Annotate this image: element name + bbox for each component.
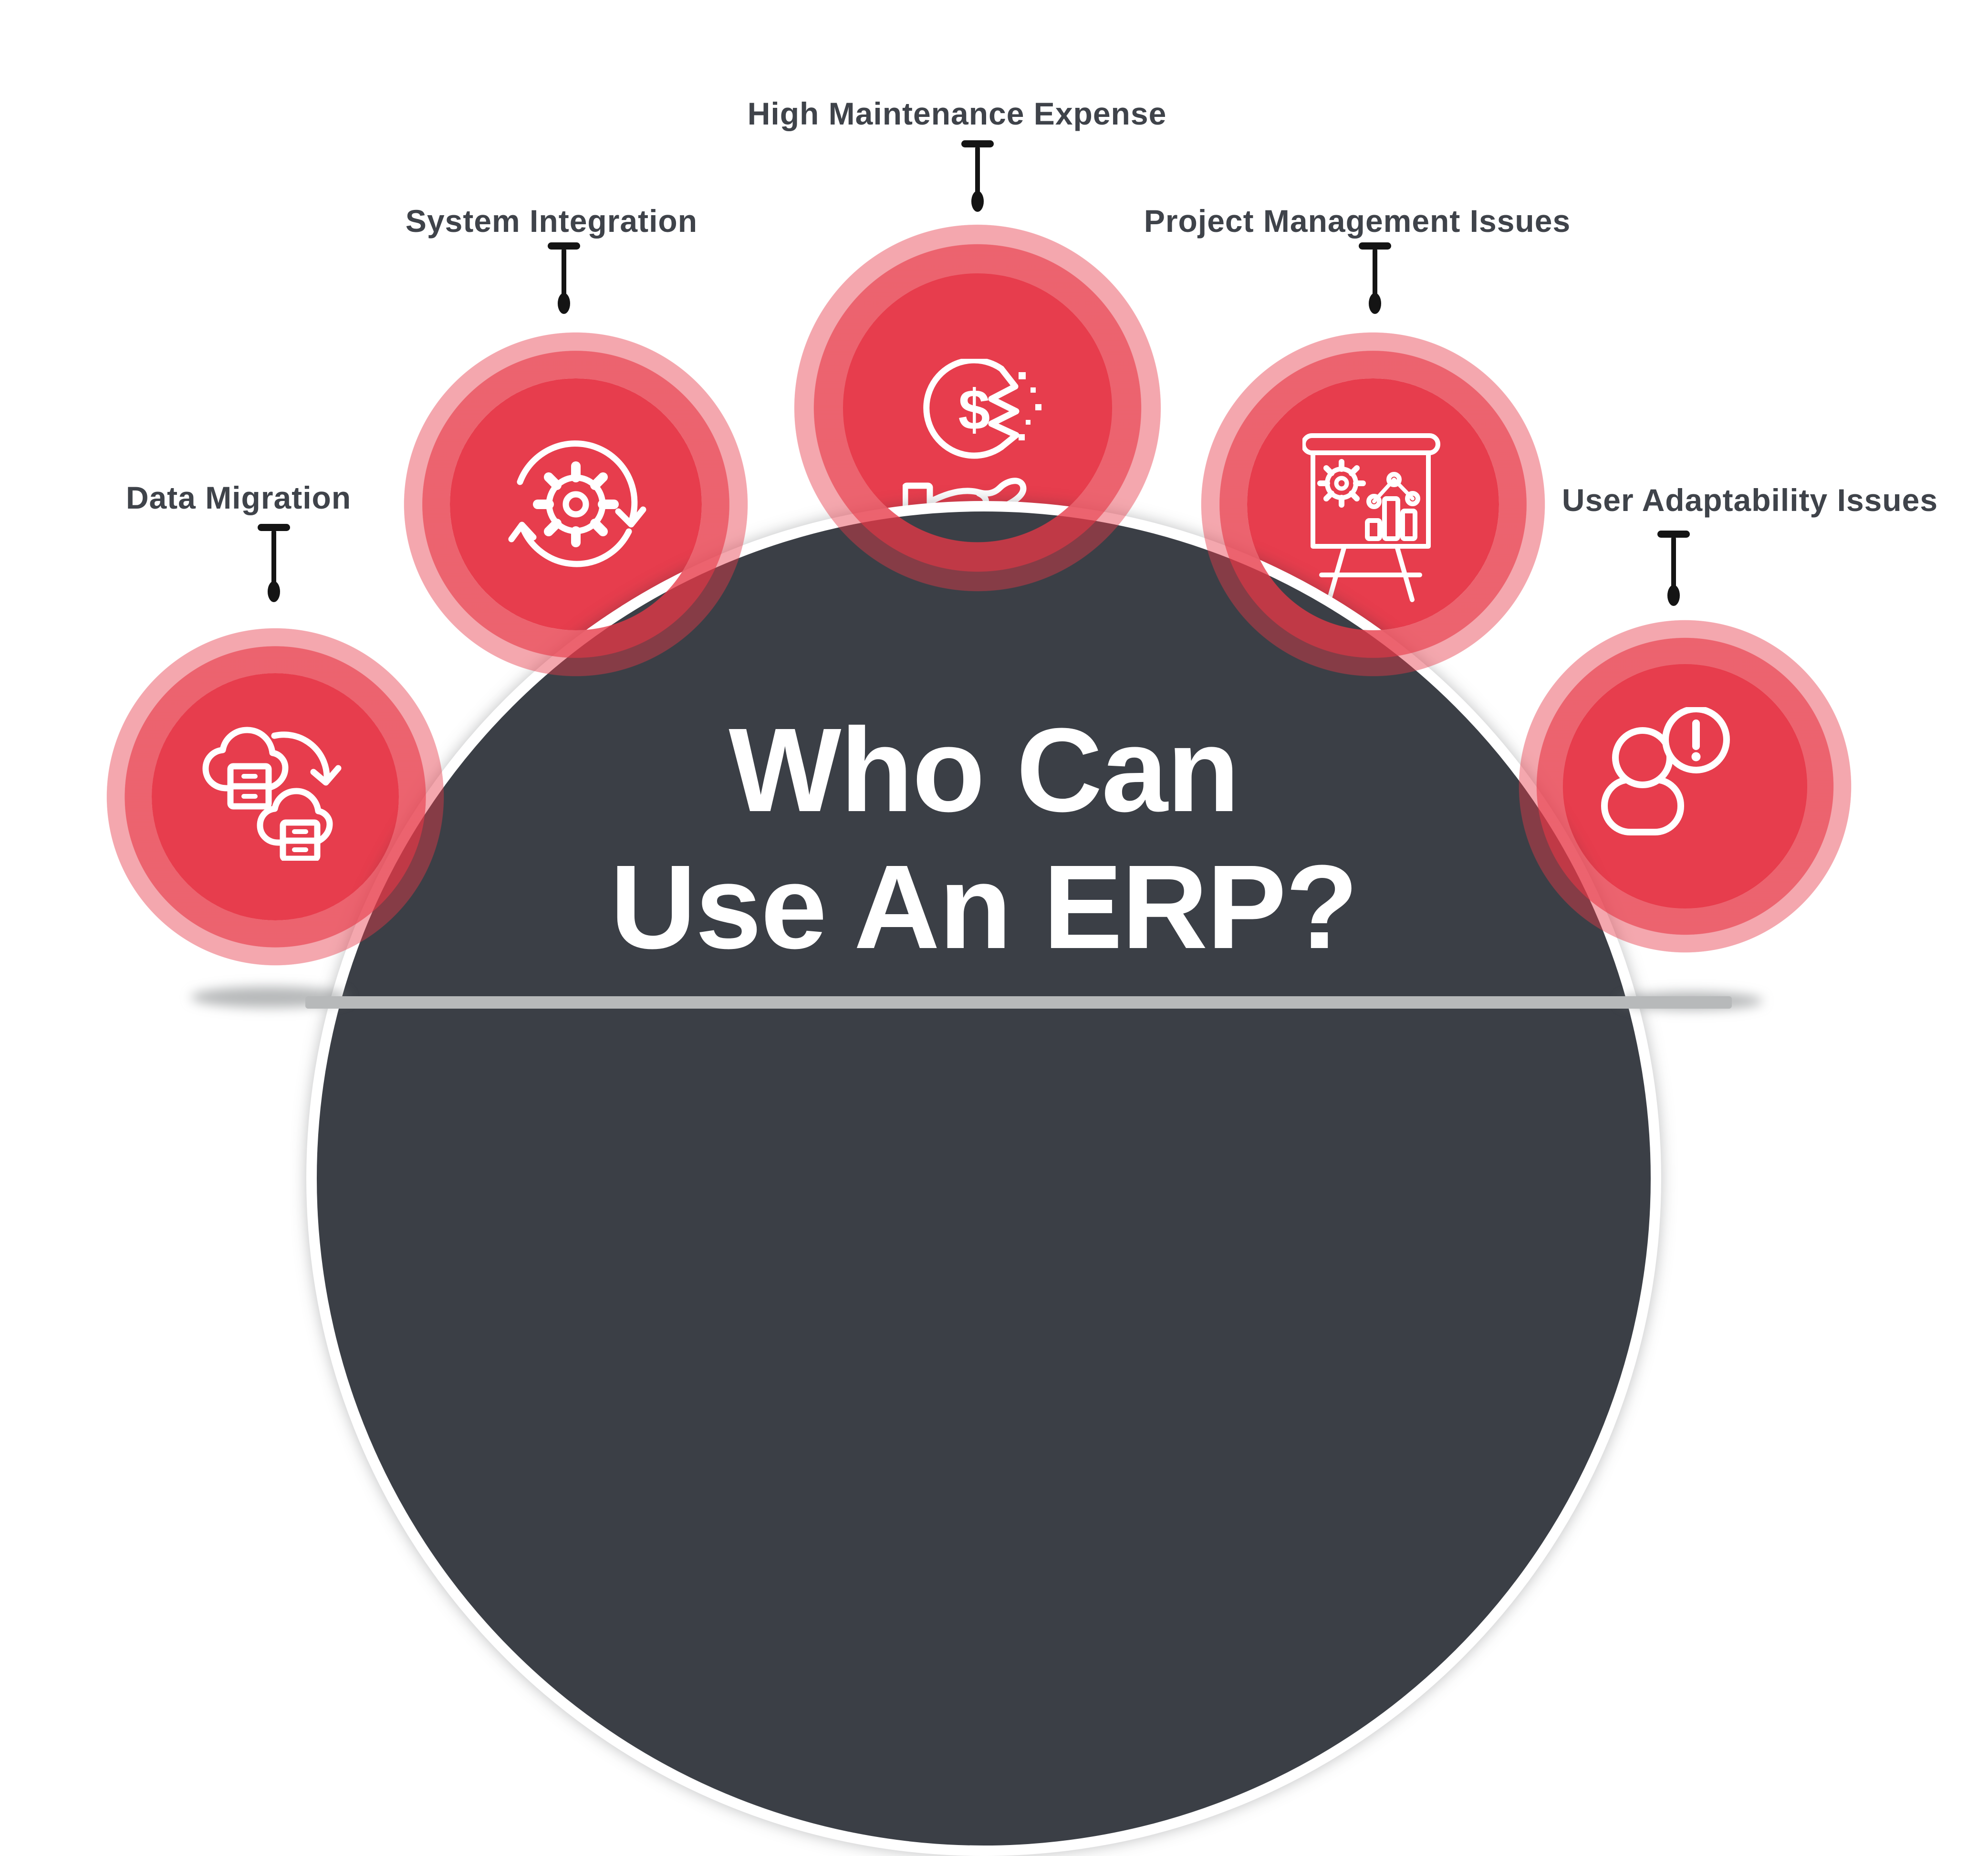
cloud-data-migration-icon [202,727,342,861]
infographic-page: { "infographic": { "title_line1": "Who C… [106,96,1938,1856]
page-title: Who Can Use An ERP? [507,701,1461,975]
connector-bar [548,242,580,250]
title-line-2: Use An ERP? [610,840,1358,973]
connector-dot [558,293,570,314]
connector-dot [268,581,280,602]
connector-bar [1359,242,1391,250]
dollar-symbol: $ [958,378,990,442]
connector-stem [562,248,566,296]
label-data-migration: Data Migration [125,480,352,515]
connector-bar [258,524,290,531]
person-alert-icon [1601,707,1730,835]
label-high-maintenance-expense: High Maintenance Expense [747,96,1167,131]
connector-bar [961,140,994,147]
ground-bar [305,996,1732,1009]
title-line-1: Who Can [729,703,1239,836]
connector-stem [1671,536,1676,588]
label-system-integration: System Integration [405,203,698,239]
connector-dot [1369,293,1381,314]
label-user-adaptability-issues: User Adaptability Issues [1561,482,1938,518]
connector-dot [971,191,984,212]
connector-stem [1373,248,1377,296]
presentation-board-chart-icon [1302,433,1440,602]
connector-bar [1657,531,1690,538]
connector-stem [975,146,980,194]
connector-stem [271,530,276,584]
connector-dot [1667,585,1680,606]
gear-sync-icon [508,440,646,567]
label-project-management-issues: Project Management Issues [1144,203,1571,239]
